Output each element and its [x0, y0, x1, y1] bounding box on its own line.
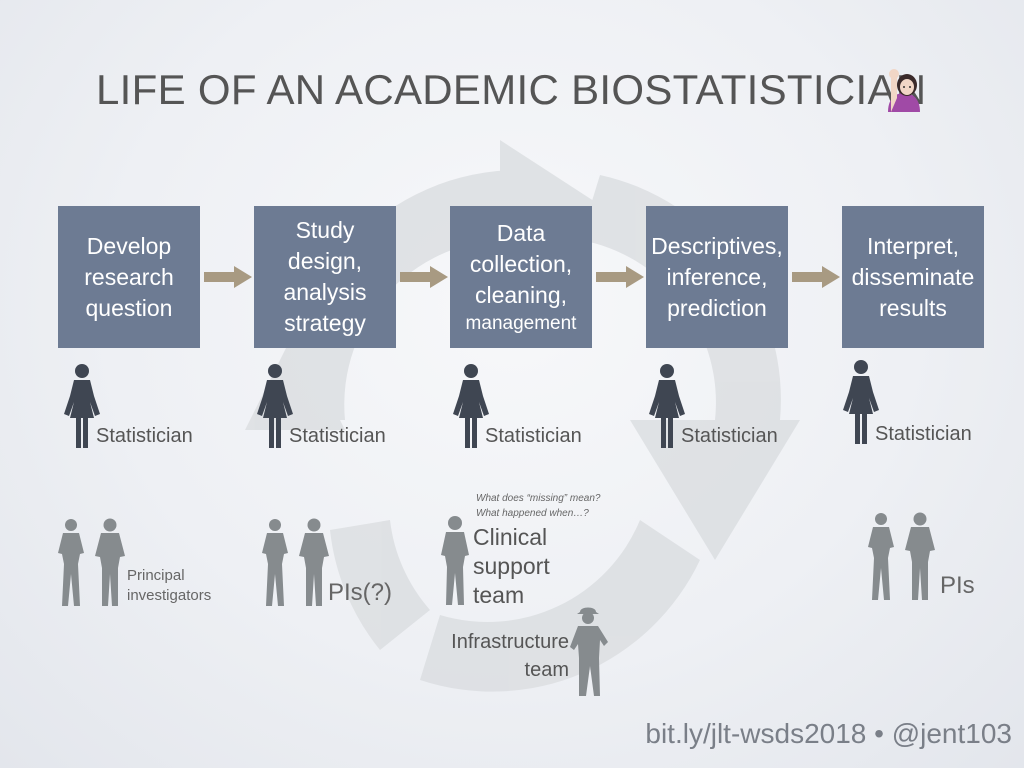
slide-title: LIFE OF AN ACADEMIC BIOSTATISTICIAN [96, 66, 927, 113]
step-1-line-3: question [85, 294, 173, 321]
pis-label: PIs [940, 572, 975, 599]
person-silhouette-icon [262, 518, 329, 606]
clinical-line-1: Clinical [473, 524, 548, 550]
step-4-line-3: prediction [667, 294, 767, 321]
woman-figure-icon [649, 364, 685, 448]
step-5-line-3: results [879, 294, 947, 321]
step-1-line-1: Develop [86, 232, 172, 259]
person-silhouette-icon [58, 518, 125, 606]
step-1-line-2: research [84, 263, 174, 290]
step-2-line-2: design, [287, 248, 363, 274]
woman-figure-icon [64, 364, 100, 448]
principal-line-1: Principal [127, 567, 185, 584]
person-silhouette-icon [868, 512, 935, 600]
clinical-question-1: What does “missing” mean? [476, 493, 601, 504]
statistician-label: Statistician [681, 425, 778, 447]
step-3-line-3: cleaning, [474, 281, 568, 308]
step-2-line-4: strategy [284, 310, 366, 336]
pis-maybe-label: PIs(?) [328, 579, 393, 606]
step-5-line-2: disseminate [851, 263, 975, 290]
step-2-line-1: Study [295, 217, 355, 243]
step-study-design: Study design, analysis strategy [254, 206, 396, 348]
woman-figure-icon [843, 360, 879, 444]
cycle-arc-left [330, 520, 430, 650]
woman-raising-hand-icon [888, 69, 920, 112]
statistician-label: Statistician [289, 425, 386, 447]
step-interpret-disseminate: Interpret, disseminate results [842, 206, 984, 348]
step-4-line-2: inference, [666, 263, 768, 290]
step-2-line-3: analysis [283, 279, 367, 305]
woman-figure-icon [257, 364, 293, 448]
infrastructure-team-label: Infrastructure team [443, 628, 569, 684]
arrow-right-icon [204, 266, 252, 288]
clinical-line-2: support [473, 553, 550, 579]
step-4-line-1: Descriptives, [651, 232, 783, 259]
principal-investigators-label: Principal investigators [127, 566, 211, 606]
step-data-collection: Data collection, cleaning, management [450, 206, 592, 348]
arrow-right-icon [792, 266, 840, 288]
statistician-label: Statistician [96, 425, 193, 447]
clinical-question-2: What happened when…? [476, 508, 589, 519]
statistician-label: Statistician [875, 423, 972, 445]
step-3-line-1: Data [496, 219, 546, 246]
step-descriptives-inference: Descriptives, inference, prediction [646, 206, 788, 348]
infrastructure-line-2: team [524, 659, 569, 681]
cycle-arc-bottom [420, 520, 700, 692]
person-silhouette-icon [570, 607, 608, 696]
arrow-right-icon [400, 266, 448, 288]
person-silhouette-icon [441, 516, 469, 605]
arrow-right-icon [596, 266, 644, 288]
principal-line-2: investigators [127, 587, 212, 604]
step-5-line-1: Interpret, [866, 232, 960, 259]
step-3-line-2: collection, [469, 250, 573, 277]
infrastructure-line-1: Infrastructure [451, 631, 569, 653]
step-3-line-4: management [465, 312, 577, 334]
cycle-arrowhead-right [630, 420, 800, 560]
clinical-line-3: team [473, 582, 525, 608]
statistician-label: Statistician [485, 425, 582, 447]
footer-link[interactable]: bit.ly/jlt-wsds2018 • @jent103 [645, 718, 1012, 749]
clinical-support-team-label: Clinical support team [473, 523, 550, 610]
step-develop-research-question: Develop research question [58, 206, 200, 348]
woman-figure-icon [453, 364, 489, 448]
